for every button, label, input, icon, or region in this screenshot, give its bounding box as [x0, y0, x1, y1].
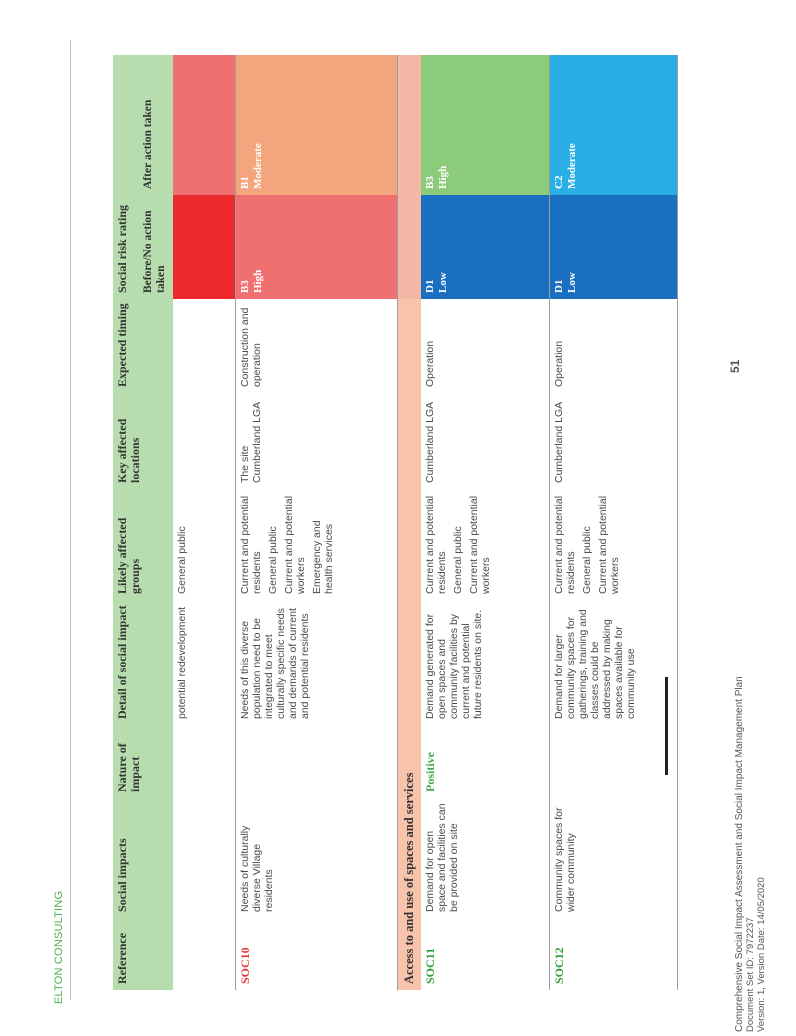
cell-reference: SOC10: [237, 947, 252, 984]
page-number: 51: [728, 359, 742, 373]
footer-version: Version: 1, Version Date: 14/05/2020: [756, 877, 767, 1032]
table-row-soc11: SOC11 Demand for open space and faciliti…: [421, 54, 549, 990]
cell-nature: [235, 725, 397, 798]
cell-nature: [549, 725, 677, 798]
header-timing: Expected timing: [113, 299, 173, 393]
group-item: Current and potential residents: [424, 495, 448, 594]
cell-timing: Operation: [424, 340, 436, 387]
group-item: Current and potential residents: [552, 495, 577, 594]
cell-impact: Demand for open space and facilities can…: [424, 803, 460, 912]
cell-groups: Current and potential residents General …: [549, 489, 677, 600]
group-item: Emergency and health services: [310, 520, 335, 594]
header-detail: Detail of social impact: [113, 600, 173, 725]
group-item: Current and potential workers: [282, 495, 307, 594]
table-row-soc10: SOC10 Needs of culturally diverse Villag…: [235, 54, 397, 990]
rating-label: Moderate: [251, 143, 264, 189]
cell-reference: SOC12: [551, 947, 566, 984]
cell-timing: Operation: [552, 340, 565, 387]
cell-detail: Demand for larger community spaces for g…: [552, 609, 637, 719]
rating-label: Low: [437, 272, 449, 293]
cell-before-rating: D1 Low: [421, 195, 549, 299]
change-bar: [665, 677, 668, 775]
location-item: Cumberland LGA: [424, 401, 436, 483]
group-item: General public: [176, 526, 188, 594]
header-nature: Nature of impact: [113, 725, 173, 798]
cell-timing: Construction and operation: [238, 307, 263, 387]
cell-detail: Demand generated for open spaces and com…: [424, 609, 484, 719]
group-item: Current and potential workers: [468, 495, 492, 594]
cell-groups: Current and potential residents General …: [235, 489, 397, 600]
group-item: Current and potential workers: [596, 495, 621, 594]
header-before: Before/No action taken: [139, 195, 173, 299]
location-item: Cumberland LGA: [552, 401, 565, 483]
cell-before-rating: B3 High: [235, 195, 397, 299]
cell-groups: General public: [173, 489, 235, 600]
cell-after-rating: C2 Moderate: [549, 54, 677, 195]
cell-after-rating: B3 High: [421, 54, 549, 195]
rating-label: High: [251, 269, 264, 293]
rating-label: Moderate: [565, 143, 578, 189]
header-groups: Likely affected groups: [113, 489, 173, 600]
rating-label: High: [437, 165, 449, 189]
location-item: Cumberland LGA: [250, 401, 263, 483]
table-row-soc12: SOC12 Community spaces for wider communi…: [549, 54, 677, 990]
rating-code: B1: [238, 176, 251, 189]
header-social-impacts: Social impacts: [113, 798, 173, 918]
group-item: General public: [266, 526, 279, 594]
cell-locations: The site Cumberland LGA: [235, 393, 397, 489]
header-reference: Reference: [113, 918, 173, 990]
cell-groups: Current and potential residents General …: [421, 489, 549, 600]
cell-nature: Positive: [423, 752, 437, 792]
cell-locations: Cumberland LGA: [421, 393, 549, 489]
rating-code: B3: [238, 280, 251, 293]
header-rating: Social risk rating: [113, 54, 139, 299]
rating-code: D1: [424, 279, 436, 293]
rating-code: B3: [424, 176, 436, 189]
footer: Comprehensive Social Impact Assessment a…: [734, 676, 767, 1032]
rating-code: C2: [552, 175, 565, 189]
cell-before-rating: D1 Low: [549, 195, 677, 299]
cell-detail: potential redevelopment: [176, 606, 188, 719]
cell-impact: Needs of culturally diverse Village resi…: [238, 825, 275, 912]
impact-table: Reference Social impacts Nature of impac…: [113, 54, 678, 990]
table-row-continued: potential redevelopment General public: [173, 54, 235, 990]
header-after: After action taken: [139, 54, 173, 195]
cell-impact: Community spaces for wider community: [552, 807, 577, 912]
group-item: General public: [452, 526, 464, 594]
section-row: Access to and use of spaces and services: [397, 54, 421, 990]
group-item: Current and potential residents: [238, 495, 263, 594]
cell-locations: Cumberland LGA: [549, 393, 677, 489]
header-row: Reference Social impacts Nature of impac…: [113, 54, 173, 990]
cell-detail: Needs of this diverse population need to…: [238, 608, 311, 719]
margin-rule: [70, 40, 71, 1000]
impact-table-rotated: Reference Social impacts Nature of impac…: [113, 54, 677, 990]
brand-name: ELTON CONSULTING: [53, 890, 65, 1004]
rating-label: Low: [565, 272, 578, 293]
section-title: Access to and use of spaces and services: [397, 299, 421, 990]
cell-after-rating: B1 Moderate: [235, 54, 397, 195]
group-item: General public: [580, 526, 593, 594]
footer-doc-id: Document Set ID: 7972237: [745, 917, 756, 1032]
header-locations: Key affected locations: [113, 393, 173, 489]
rating-code: D1: [552, 279, 565, 293]
cell-reference: SOC11: [423, 947, 437, 984]
location-item: The site: [238, 445, 251, 483]
footer-title: Comprehensive Social Impact Assessment a…: [734, 676, 745, 1032]
